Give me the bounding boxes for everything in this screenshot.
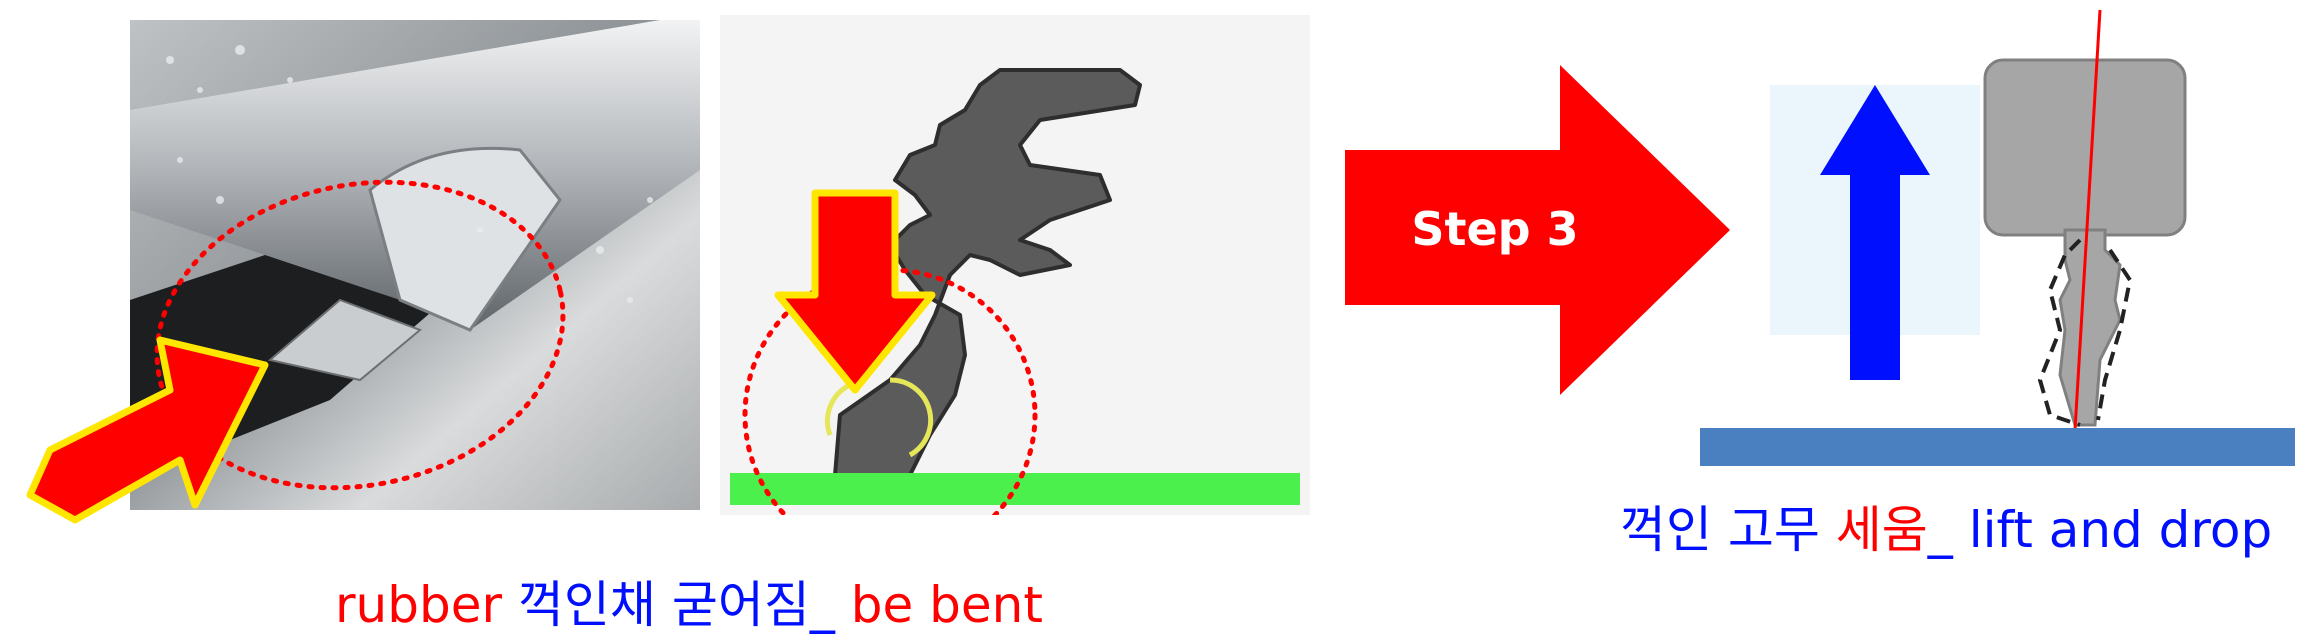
caption-bent-part3: be bent (834, 576, 1043, 634)
caption-bent-part2: 꺽인채 굳어짐_ (517, 576, 835, 634)
step-label: Step 3 (1411, 202, 1578, 256)
caption-lift-part2: 세움 (1835, 501, 1928, 559)
caption-lift: 꺽인 고무 세움_ lift and drop (1620, 505, 2272, 555)
lift-diagram (1700, 0, 2318, 480)
caption-bent: rubber 꺽인채 굳어짐_ be bent (335, 580, 1043, 630)
red-arrow-icon (20, 310, 280, 530)
caption-bent-part1: rubber (335, 576, 518, 634)
caption-lift-part1: 꺽인 고무 (1620, 501, 1836, 559)
red-arrow-icon (770, 185, 940, 400)
blue-up-arrow-icon (1820, 85, 1930, 380)
caption-lift-part3: _ lift and drop (1927, 501, 2273, 559)
step-arrow: Step 3 (1345, 65, 1730, 395)
